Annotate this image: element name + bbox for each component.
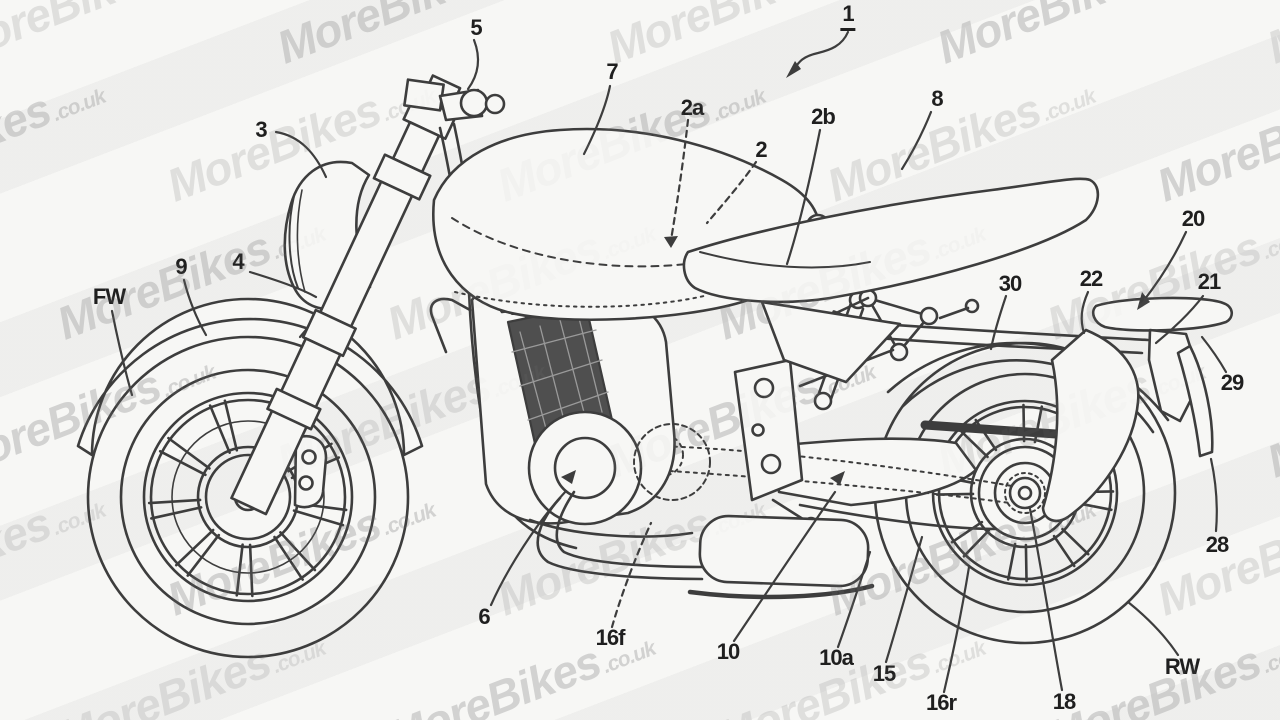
- leader-arrowheads: [561, 61, 1150, 485]
- front-fork: [230, 74, 462, 516]
- seat: [682, 177, 1100, 304]
- swingarm: [774, 437, 998, 531]
- front-wheel: [86, 335, 410, 659]
- handlebar-clamp: [403, 78, 506, 122]
- mudflap: [1176, 344, 1214, 458]
- subframe: [760, 300, 1150, 523]
- exhaust: [536, 490, 875, 600]
- muffler: [698, 514, 870, 588]
- tail-carrier: [1092, 296, 1233, 458]
- front-fender: [76, 297, 424, 457]
- front-brake-caliper: [293, 435, 328, 509]
- leader-lines: [110, 30, 1228, 694]
- suspension-linkage: [798, 288, 980, 388]
